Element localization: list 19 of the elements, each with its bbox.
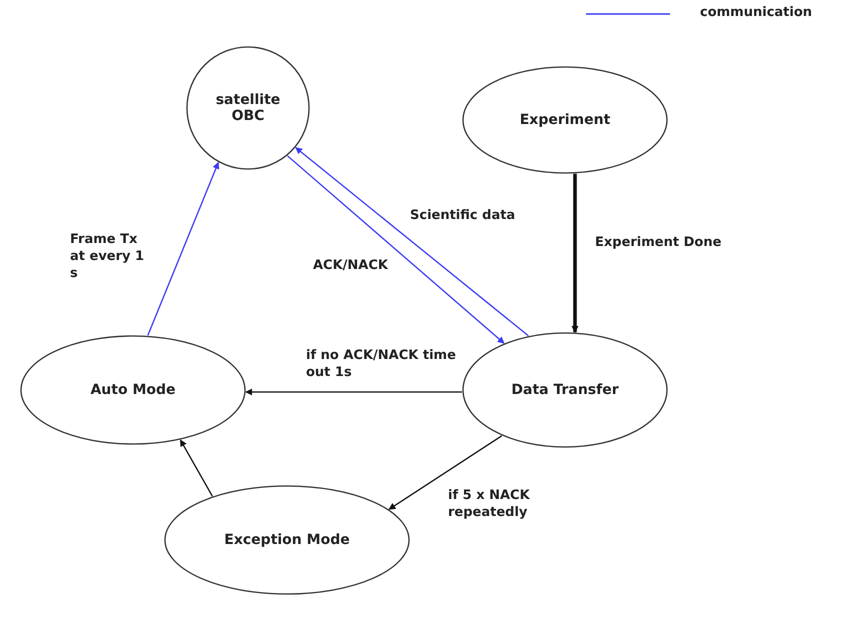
state-name: Exception Mode xyxy=(224,532,350,548)
arrow xyxy=(245,388,462,396)
arrow xyxy=(147,162,220,336)
edge-label: Experiment Done xyxy=(595,235,722,252)
arrow xyxy=(295,147,529,336)
state-name: Experiment xyxy=(520,112,610,128)
state-ellipse xyxy=(462,332,668,448)
state-circle xyxy=(186,46,310,170)
state-name: satellite OBC xyxy=(214,92,282,124)
state-ellipse xyxy=(164,485,410,595)
state-name: Auto Mode xyxy=(90,382,176,398)
state-ellipse xyxy=(20,335,246,445)
legend-label: communication xyxy=(700,5,812,20)
arrow xyxy=(287,155,505,344)
arrow xyxy=(572,174,578,333)
state-name: Data Transfer xyxy=(511,382,619,398)
state-ellipse xyxy=(462,66,668,174)
arrow xyxy=(388,435,502,510)
arrow xyxy=(180,439,213,497)
